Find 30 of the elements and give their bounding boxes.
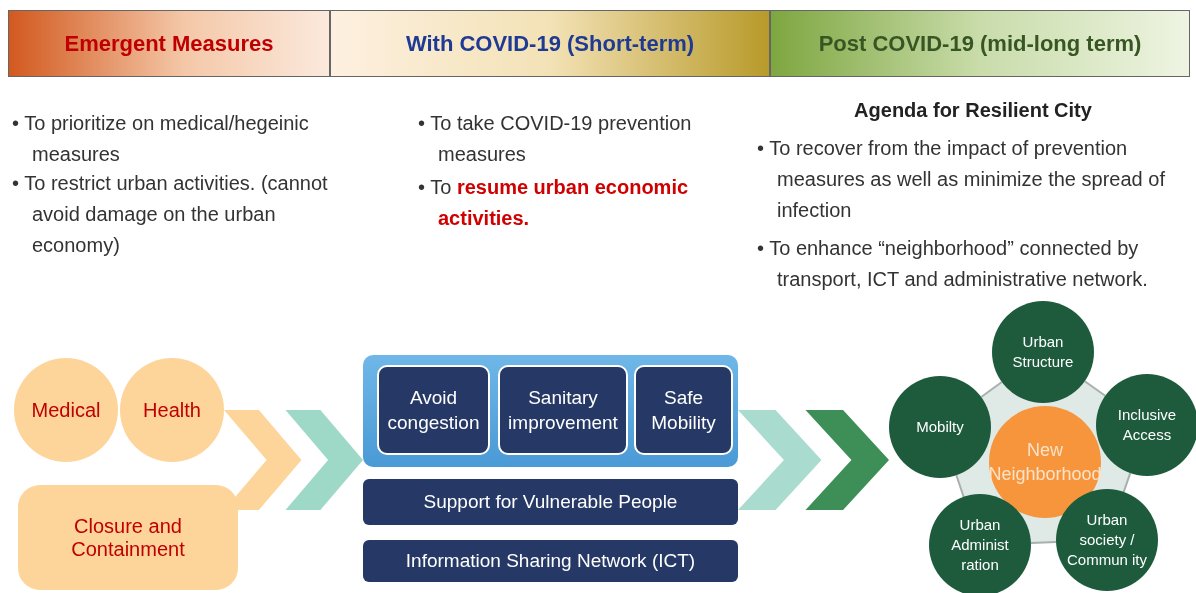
bullet-text: • To recover from the impact of prevention measures as well as minimize the spread of infection bbox=[757, 136, 1166, 223]
measure-box: Closure and Containment bbox=[18, 485, 238, 590]
component-circle: Urban Administ ration bbox=[929, 494, 1031, 593]
connector-line bbox=[1029, 541, 1058, 544]
phase-header: Post COVID-19 (mid-long term) bbox=[770, 10, 1190, 77]
connector-line bbox=[1083, 380, 1107, 397]
measures-panel bbox=[363, 355, 738, 467]
phase-header: Emergent Measures bbox=[8, 10, 330, 77]
connector-line bbox=[980, 381, 1003, 398]
agenda-heading: Agenda for Resilient City bbox=[853, 98, 1093, 123]
bullet-text: • To resume urban economic activities. bbox=[418, 175, 690, 231]
chevron-arrow bbox=[224, 410, 363, 510]
component-circle: Urban Structure bbox=[992, 301, 1094, 403]
measure-circle: Medical bbox=[14, 358, 118, 462]
connector-line bbox=[1122, 472, 1132, 493]
component-circle: Mobilty bbox=[889, 376, 991, 478]
measure-bar: Support for Vulnerable People bbox=[363, 479, 738, 525]
measure-bar: Information Sharing Network (ICT) bbox=[363, 540, 738, 582]
component-circle: Urban society / Commun ity bbox=[1056, 489, 1158, 591]
measure-box: Sanitary improvement bbox=[498, 365, 628, 455]
bullet-text: • To restrict urban activities. (cannot avoid damage on the urban economy) bbox=[12, 171, 329, 258]
connector-line bbox=[955, 474, 965, 498]
measure-circle: Health bbox=[120, 358, 224, 462]
bullet-text: • To prioritize on medical/hegeinic measures bbox=[12, 111, 310, 167]
phase-header: With COVID-19 (Short-term) bbox=[330, 10, 770, 77]
measure-box: Safe Mobility bbox=[634, 365, 733, 455]
measure-box: Avoid congestion bbox=[377, 365, 490, 455]
bullet-text: • To take COVID-19 prevention measures bbox=[418, 111, 693, 167]
chevron-arrow bbox=[738, 410, 889, 510]
bullet-text: • To enhance “neighborhood” connected by transport, ICT and administrative network. bbox=[757, 236, 1149, 292]
